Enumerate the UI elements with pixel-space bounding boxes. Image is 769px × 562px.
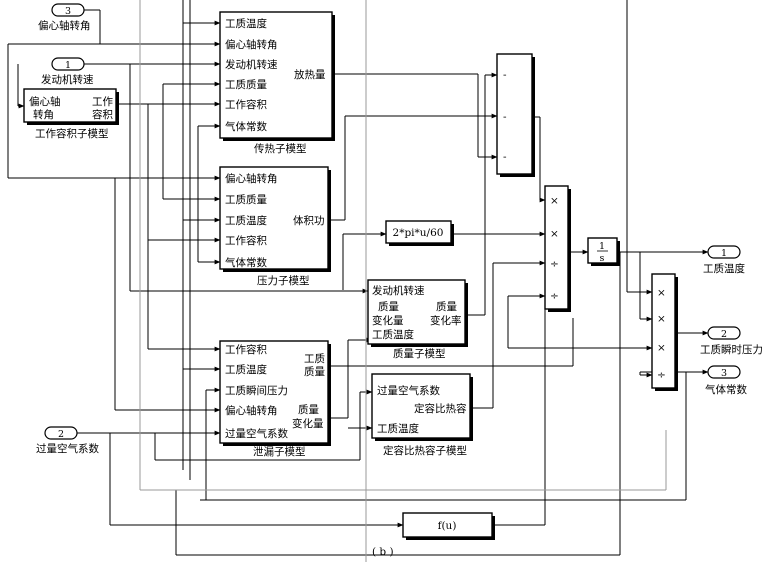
inport-3-label: 偏心轴转角 — [38, 19, 91, 32]
heat-transfer-submodel-block[interactable] — [219, 11, 335, 141]
diagram-label: 偏心轴转角 — [225, 172, 278, 185]
diagram-label: 2 — [58, 429, 64, 440]
diagram-label: 工作 — [92, 96, 113, 108]
diagram-label: 气体常数 — [225, 120, 267, 133]
diagram-label: × — [550, 228, 559, 240]
diagram-label: 质量 — [378, 301, 399, 313]
diagram-label: 工质质量 — [225, 194, 267, 206]
outport-1-label: 工质温度 — [703, 262, 745, 275]
diagram-label: 过量空气系数 — [377, 384, 440, 397]
fcn-block[interactable] — [402, 512, 495, 540]
figure-caption: ( b ) — [372, 546, 394, 558]
product-block-2[interactable] — [651, 273, 678, 391]
inport-3[interactable]: 3 — [51, 3, 85, 17]
diagram-label: 工质质量 — [225, 79, 267, 91]
heat-transfer-title: 传热子模型 — [254, 142, 307, 155]
specific-heat-title: 定容比热容子模型 — [383, 444, 467, 457]
diagram-label: 2 — [721, 329, 727, 340]
diagram-label: 质量 — [436, 301, 457, 313]
fcn-label: f(u) — [438, 520, 457, 532]
diagram-label: - — [503, 69, 507, 81]
diagram-label: 偏心轴 — [29, 95, 61, 108]
diagram-label: ÷ — [657, 369, 666, 381]
work-volume-title: 工作容积子模型 — [35, 127, 109, 140]
diagram-label: 1 — [721, 248, 727, 259]
outport-3-label: 气体常数 — [705, 383, 747, 396]
diagram-label: 变化量 — [372, 314, 404, 327]
sum-block[interactable] — [496, 53, 535, 177]
outport-2[interactable]: 2 — [707, 326, 741, 340]
work-volume-submodel-block[interactable] — [23, 88, 119, 125]
inport-2[interactable]: 2 — [44, 426, 78, 440]
diagram-label: 工质温度 — [225, 17, 267, 30]
diagram-label: - — [503, 111, 507, 123]
pressure-title: 压力子模型 — [257, 274, 310, 287]
diagram-label: 转角 — [33, 108, 54, 121]
diagram-label: × — [657, 313, 666, 325]
gain-fcn-block[interactable] — [385, 220, 454, 246]
gray-signal-lines — [139, 0, 667, 562]
diagram-label: 定容比热容 — [414, 402, 467, 415]
diagram-label: s — [600, 253, 605, 264]
diagram-label: × — [657, 342, 666, 354]
diagram-label: 1 — [65, 60, 71, 71]
diagram-label: × — [550, 195, 559, 207]
diagram-label: ÷ — [550, 290, 559, 302]
diagram-label: 工质温度 — [377, 422, 419, 435]
outport-2-label: 工质瞬时压力 — [700, 343, 763, 356]
diagram-label: 变化率 — [430, 314, 462, 327]
diagram-label: 放热量 — [294, 68, 326, 81]
pressure-submodel-block[interactable] — [219, 166, 331, 272]
diagram-label: 体积功 — [293, 215, 325, 227]
diagram-label: 偏心轴转角 — [225, 404, 278, 417]
outport-1[interactable]: 1 — [707, 245, 741, 259]
diagram-label: 工质瞬间压力 — [225, 384, 288, 397]
diagram-label: 3 — [65, 6, 71, 17]
diagram-label: 变化量 — [292, 417, 324, 430]
diagram-label: 发动机转速 — [372, 284, 425, 297]
diagram-label: 过量空气系数 — [225, 427, 288, 440]
diagram-label: ÷ — [550, 258, 559, 270]
diagram-label: 工作容积 — [225, 234, 267, 247]
diagram-label: 容积 — [92, 108, 113, 121]
diagram-label: 质量 — [304, 366, 325, 378]
leakage-title: 泄漏子模型 — [253, 445, 306, 458]
leakage-submodel-block[interactable] — [219, 340, 331, 446]
specific-heat-submodel-block[interactable] — [371, 373, 473, 441]
diagram-label: 质量 — [298, 404, 319, 416]
inport-2-label: 过量空气系数 — [36, 442, 99, 455]
diagram-label: 气体常数 — [225, 256, 267, 269]
gain-fcn-label: 2*pi*u/60 — [393, 227, 444, 239]
integrator-block[interactable] — [587, 237, 620, 266]
diagram-label: × — [657, 287, 666, 299]
diagram-label: 发动机转速 — [225, 58, 278, 71]
signal-lines — [7, 0, 709, 556]
product-block-1[interactable] — [544, 185, 571, 312]
diagram-label: 3 — [721, 368, 727, 379]
diagram-label: - — [503, 151, 507, 163]
diagram-label: 偏心轴转角 — [225, 38, 278, 51]
diagram-label: 工质 — [304, 353, 325, 365]
diagram-label: 1 — [599, 241, 605, 252]
diagram-label: 工作容积 — [225, 98, 267, 111]
diagram-label: 工质温度 — [225, 214, 267, 227]
outport-3[interactable]: 3 — [707, 365, 741, 379]
diagram-label: 工质温度 — [225, 363, 267, 376]
diagram-label: 工作容积 — [225, 343, 267, 356]
inport-1-label: 发动机转速 — [41, 73, 94, 86]
inport-1[interactable]: 1 — [51, 57, 85, 71]
diagram-label: 工质温度 — [372, 328, 414, 341]
mass-submodel-block[interactable] — [367, 279, 468, 347]
mass-title: 质量子模型 — [393, 347, 446, 360]
